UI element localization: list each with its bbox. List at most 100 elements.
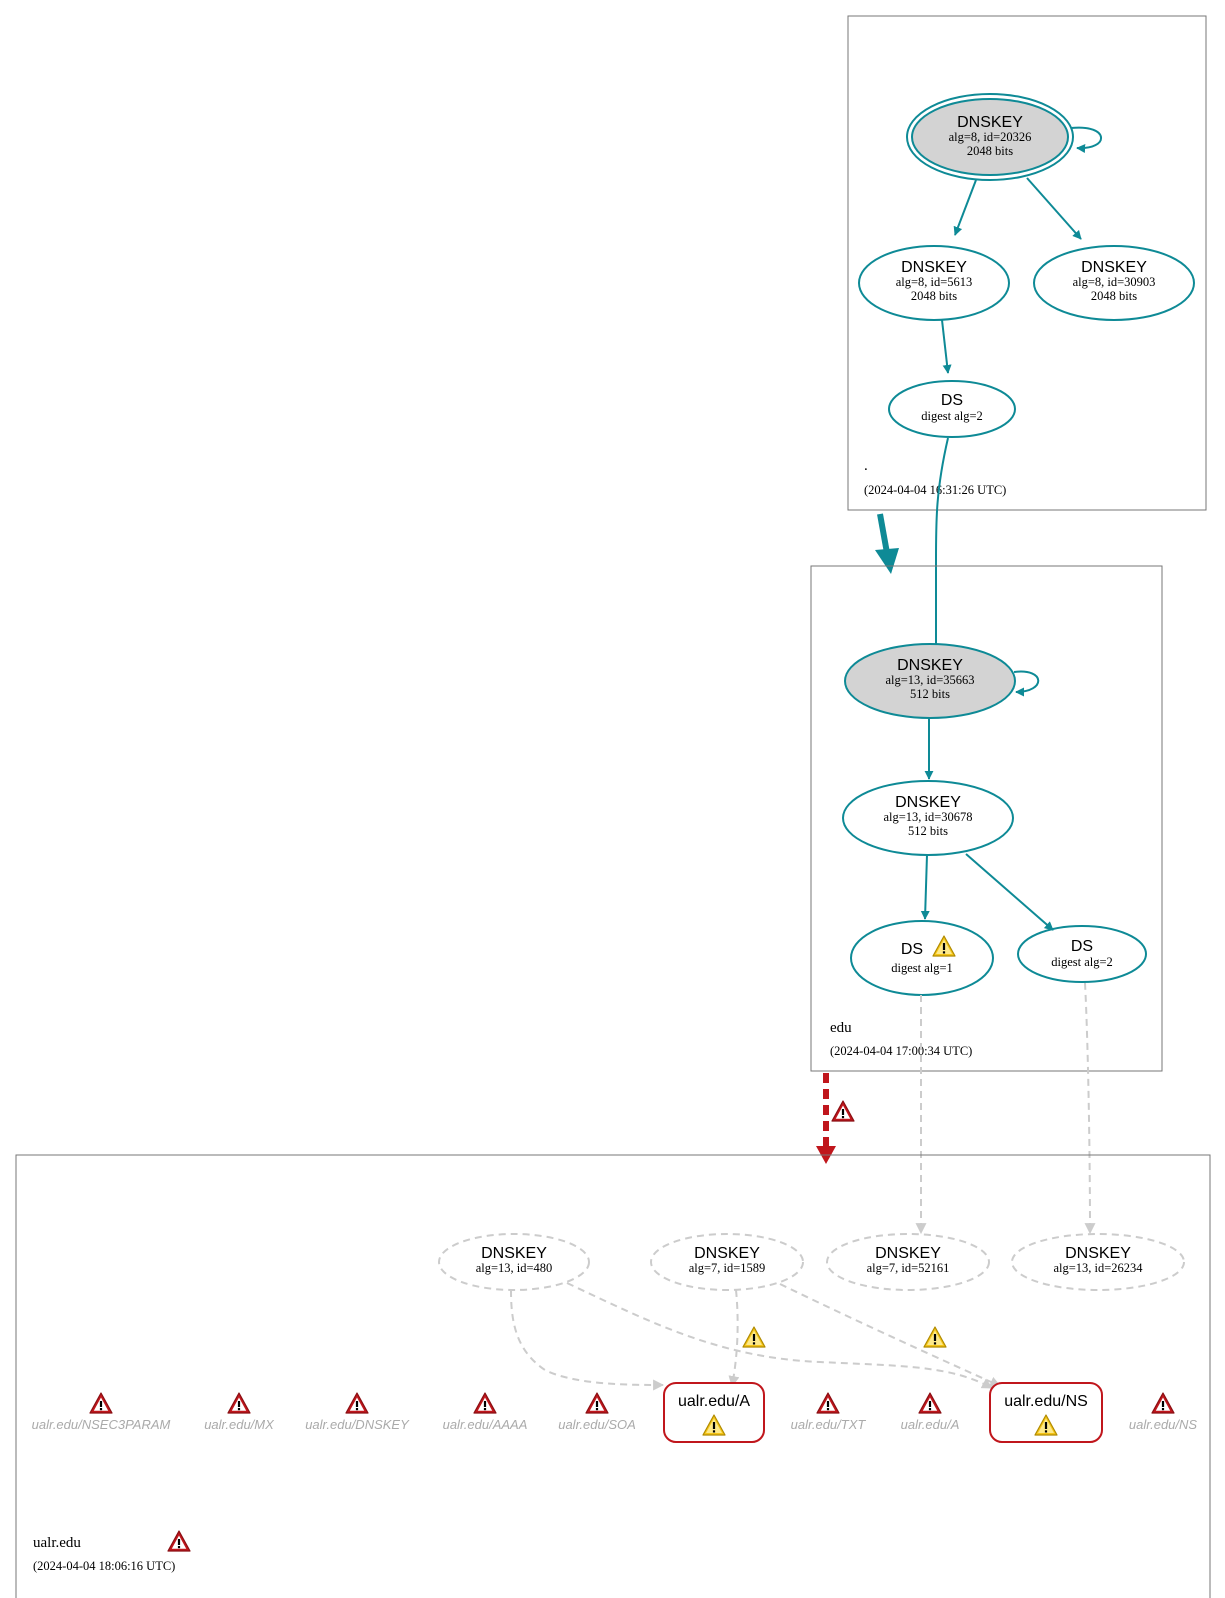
rrset-ualr-dnskey[interactable]: ualr.edu/DNSKEY — [305, 1392, 410, 1432]
rrset-txt-label: ualr.edu/TXT — [791, 1417, 867, 1432]
zone-root-timestamp: (2024-04-04 16:31:26 UTC) — [864, 483, 1006, 497]
node-root-ksk-bits: 2048 bits — [967, 144, 1013, 158]
zone-ualr: ualr.edu (2024-04-04 18:06:16 UTC) — [15, 1154, 1211, 1598]
node-root-ds[interactable]: DS digest alg=2 — [888, 380, 1016, 438]
rrset-dnskey-label: ualr.edu/DNSKEY — [305, 1417, 410, 1432]
node-root-ksk-title: DNSKEY — [957, 114, 1023, 131]
node-ualr-key26234-alg: alg=13, id=26234 — [1053, 1261, 1143, 1275]
edge-key480-to-ns — [566, 1282, 993, 1389]
error-icon — [1151, 1392, 1175, 1414]
rrset-ualr-soa[interactable]: ualr.edu/SOA — [558, 1392, 636, 1432]
node-edu-ds1-digest: digest alg=1 — [891, 961, 953, 975]
edge-key1589-to-a — [728, 1289, 740, 1388]
rrset-ualr-nsec3param[interactable]: ualr.edu/NSEC3PARAM — [32, 1392, 171, 1432]
rrset-ualr-txt[interactable]: ualr.edu/TXT — [791, 1392, 867, 1432]
node-edu-ksk[interactable]: DNSKEY alg=13, id=35663 512 bits — [844, 643, 1016, 719]
zone-edu: edu (2024-04-04 17:00:34 UTC) — [810, 565, 1163, 1072]
rrset-mx-label: ualr.edu/MX — [204, 1417, 275, 1432]
node-ualr-dnskey-1589[interactable]: DNSKEY alg=7, id=1589 — [650, 1233, 804, 1291]
edge-root-zsk1-to-ds — [941, 319, 952, 374]
delegation-edu-to-ualr — [816, 1073, 855, 1164]
rrset-nsec3param-label: ualr.edu/NSEC3PARAM — [32, 1417, 171, 1432]
node-ualr-key52161-alg: alg=7, id=52161 — [867, 1261, 950, 1275]
rrset-ns-grey-label: ualr.edu/NS — [1129, 1417, 1197, 1432]
zone-edu-timestamp: (2024-04-04 17:00:34 UTC) — [830, 1044, 972, 1058]
node-edu-ds2-title: DS — [1071, 938, 1093, 955]
node-ualr-key480-alg: alg=13, id=480 — [476, 1261, 553, 1275]
error-icon — [831, 1100, 855, 1122]
warning-icon — [742, 1326, 766, 1348]
rrset-ualr-mx[interactable]: ualr.edu/MX — [204, 1392, 275, 1432]
zone-ualr-name: ualr.edu — [33, 1535, 81, 1551]
zone-root-name: . — [864, 458, 868, 474]
node-edu-ds-2[interactable]: DS digest alg=2 — [1017, 925, 1147, 983]
edge-root-ksk-self — [1070, 126, 1102, 153]
delegation-root-to-edu — [875, 513, 899, 574]
rrset-ualr-ns-label: ualr.edu/NS — [1004, 1393, 1088, 1410]
edge-key480-to-a — [510, 1289, 665, 1391]
rrset-ualr-ns-error[interactable]: ualr.edu/NS — [1129, 1392, 1197, 1432]
rrset-a-grey-label: ualr.edu/A — [901, 1417, 960, 1432]
node-root-zsk-5613[interactable]: DNSKEY alg=8, id=5613 2048 bits — [858, 245, 1010, 321]
node-root-zsk1-bits: 2048 bits — [911, 289, 957, 303]
node-root-zsk2-alg: alg=8, id=30903 — [1073, 275, 1156, 289]
error-icon — [345, 1392, 369, 1414]
node-edu-ds-1[interactable]: DS digest alg=1 — [850, 920, 994, 996]
edge-root-ds-to-edu-ksk — [931, 437, 949, 656]
edge-key1589-to-ns — [779, 1283, 1002, 1387]
node-root-ds-digest: digest alg=2 — [921, 409, 983, 423]
node-ualr-dnskey-52161[interactable]: DNSKEY alg=7, id=52161 — [826, 1233, 990, 1291]
node-ualr-key52161-title: DNSKEY — [875, 1245, 941, 1262]
node-edu-zsk-title: DNSKEY — [895, 794, 961, 811]
edge-edu-ksk-self — [1013, 670, 1040, 697]
node-edu-ksk-bits: 512 bits — [910, 687, 950, 701]
node-root-ksk[interactable]: DNSKEY alg=8, id=20326 2048 bits — [906, 93, 1074, 181]
node-edu-zsk-alg: alg=13, id=30678 — [883, 810, 972, 824]
error-icon — [89, 1392, 113, 1414]
edge-edu-ds2-to-key26234 — [1084, 982, 1096, 1235]
node-ualr-key1589-alg: alg=7, id=1589 — [689, 1261, 766, 1275]
node-edu-ds2-digest: digest alg=2 — [1051, 955, 1113, 969]
zone-edu-box — [810, 565, 1163, 1072]
warning-icon — [923, 1326, 947, 1348]
error-icon — [227, 1392, 251, 1414]
edge-edu-zsk-to-ds1 — [920, 854, 930, 920]
node-ualr-dnskey-26234[interactable]: DNSKEY alg=13, id=26234 — [1011, 1233, 1185, 1291]
zone-root-box — [847, 15, 1207, 511]
node-root-zsk-30903[interactable]: DNSKEY alg=8, id=30903 2048 bits — [1033, 245, 1195, 321]
node-root-zsk2-title: DNSKEY — [1081, 259, 1147, 276]
rrset-soa-label: ualr.edu/SOA — [558, 1417, 636, 1432]
node-root-zsk1-alg: alg=8, id=5613 — [896, 275, 973, 289]
rrset-ualr-ns[interactable]: ualr.edu/NS — [989, 1382, 1103, 1443]
node-ualr-key26234-title: DNSKEY — [1065, 1245, 1131, 1262]
zone-edu-name: edu — [830, 1020, 852, 1036]
node-root-ksk-alg: alg=8, id=20326 — [949, 130, 1032, 144]
node-edu-ksk-title: DNSKEY — [897, 657, 963, 674]
node-root-ds-title: DS — [941, 392, 963, 409]
edge-root-ksk-to-zsk2 — [1026, 177, 1082, 240]
zone-ualr-timestamp: (2024-04-04 18:06:16 UTC) — [33, 1559, 175, 1573]
node-root-zsk1-title: DNSKEY — [901, 259, 967, 276]
rrset-aaaa-label: ualr.edu/AAAA — [443, 1417, 528, 1432]
node-ualr-key1589-title: DNSKEY — [694, 1245, 760, 1262]
edge-edu-zsk-to-ds2 — [965, 853, 1054, 931]
node-edu-zsk-bits: 512 bits — [908, 824, 948, 838]
error-icon — [816, 1392, 840, 1414]
node-edu-zsk[interactable]: DNSKEY alg=13, id=30678 512 bits — [842, 780, 1014, 856]
node-ualr-key480-title: DNSKEY — [481, 1245, 547, 1262]
node-ualr-dnskey-480[interactable]: DNSKEY alg=13, id=480 — [438, 1233, 590, 1291]
edge-root-ksk-to-zsk1 — [953, 179, 977, 236]
error-icon — [918, 1392, 942, 1414]
rrset-ualr-a[interactable]: ualr.edu/A — [663, 1382, 765, 1443]
rrset-ualr-aaaa[interactable]: ualr.edu/AAAA — [443, 1392, 528, 1432]
node-edu-ds1-title: DS — [901, 941, 923, 958]
node-root-zsk2-bits: 2048 bits — [1091, 289, 1137, 303]
node-edu-ksk-alg: alg=13, id=35663 — [885, 673, 974, 687]
zone-ualr-box — [15, 1154, 1211, 1598]
rrset-ualr-a-label: ualr.edu/A — [678, 1393, 750, 1410]
error-icon — [473, 1392, 497, 1414]
error-icon — [585, 1392, 609, 1414]
rrset-ualr-a-error[interactable]: ualr.edu/A — [901, 1392, 960, 1432]
error-icon — [167, 1530, 191, 1552]
